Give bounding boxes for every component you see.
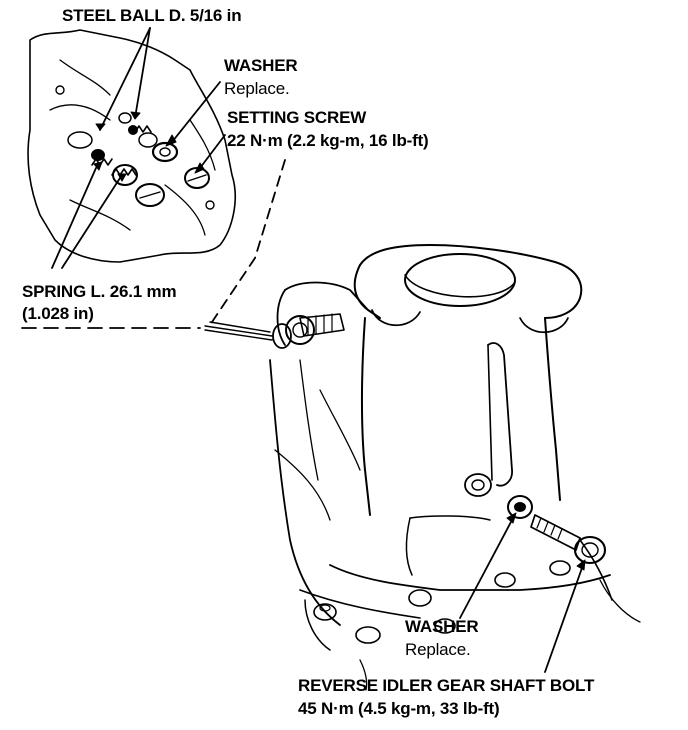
setting-screw-torque: 22 N·m (2.2 kg-m, 16 lb-ft) xyxy=(227,131,429,150)
reverse-idler-bolt-torque: 45 N·m (4.5 kg-m, 33 lb-ft) xyxy=(298,699,500,718)
washer-bottom-label: WASHER xyxy=(405,617,479,636)
washer-top-label: WASHER xyxy=(224,56,298,75)
transmission-housing xyxy=(269,244,641,691)
spring-length-inches: (1.028 in) xyxy=(22,304,94,323)
setting-screw-label: SETTING SCREW xyxy=(227,108,367,127)
spring-label: SPRING L. 26.1 mm xyxy=(22,282,177,301)
reverse-idler-bolt-label: REVERSE IDLER GEAR SHAFT BOLT xyxy=(298,676,595,695)
steel-ball-label: STEEL BALL D. 5/16 in xyxy=(62,6,242,25)
washer-bottom-note: Replace. xyxy=(405,640,471,659)
detent-assembly-detail xyxy=(27,29,236,263)
washer-top-note: Replace. xyxy=(224,79,290,98)
leader-lines xyxy=(21,27,586,673)
